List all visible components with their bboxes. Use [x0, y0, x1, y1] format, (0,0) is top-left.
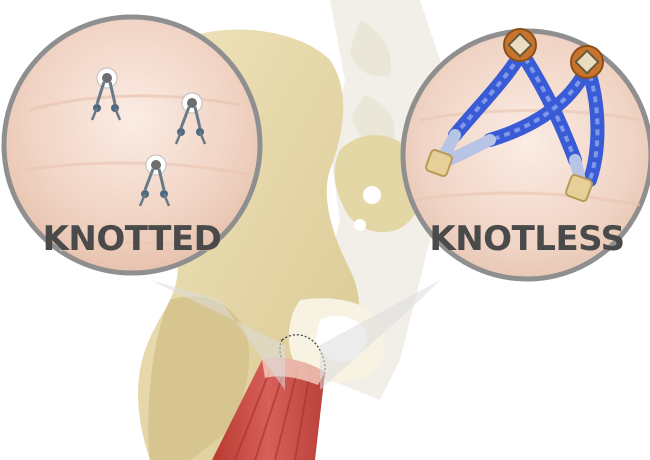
knotless-panel: KNOTLESS — [403, 29, 650, 279]
knotless-label: KNOTLESS — [429, 219, 624, 259]
knotted-panel: KNOTTED — [4, 17, 260, 273]
knotted-label: KNOTTED — [43, 219, 222, 259]
